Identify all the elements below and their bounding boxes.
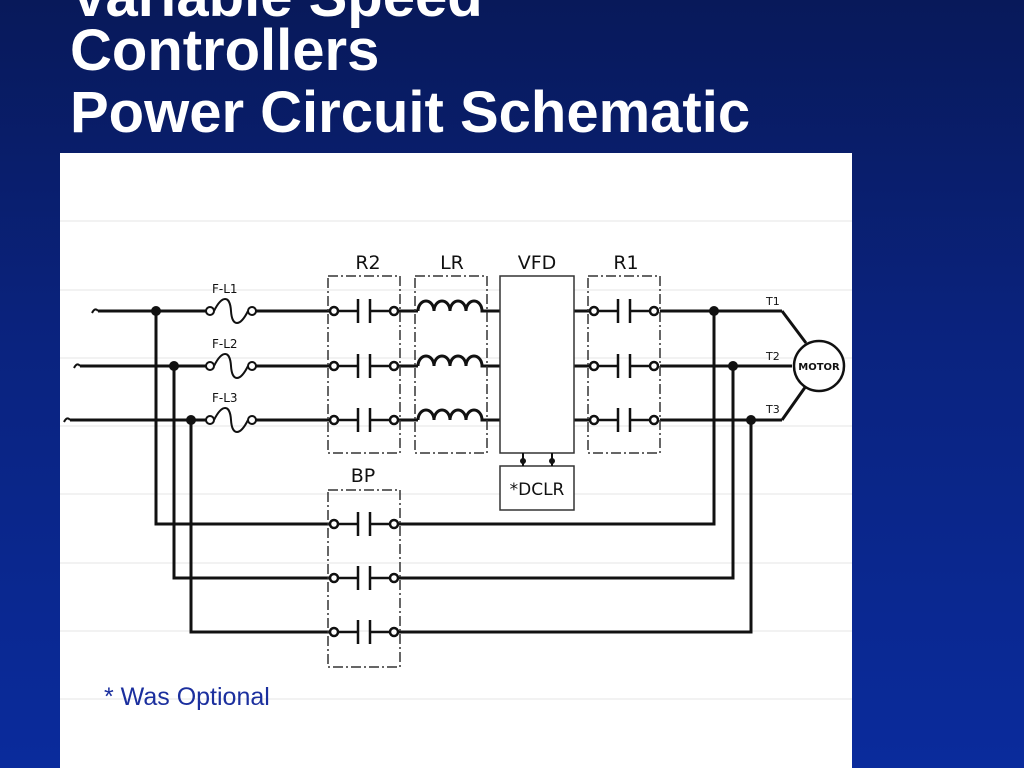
vfd-label: VFD: [518, 252, 557, 274]
bp-contacts: [328, 512, 400, 644]
fuses: [205, 298, 257, 433]
vfd-box: [499, 275, 575, 454]
slide-title-line-1: Variable Speed: [70, 0, 483, 26]
fuse-label-l1: F-L1: [212, 282, 238, 296]
fuse-label-l3: F-L3: [212, 391, 238, 405]
schematic-panel: F-L1 F-L2 F-L3: [60, 153, 852, 768]
dclr-box: [499, 465, 575, 511]
power-wiring: [70, 309, 808, 634]
fuse-label-l2: F-L2: [212, 337, 238, 351]
r1-label: R1: [613, 252, 638, 274]
terminal-t3: T3: [765, 403, 780, 416]
slide-title-line-2: Controllers: [70, 18, 380, 83]
lr-coils: [416, 299, 486, 422]
terminal-t1: T1: [765, 295, 780, 308]
optional-footnote: * Was Optional: [104, 683, 270, 711]
slide-title-line-3: Power Circuit Schematic: [70, 80, 751, 145]
r1-contacts: [588, 299, 660, 432]
bp-label: BP: [351, 465, 376, 487]
dclr-label: *DCLR: [510, 480, 565, 500]
power-circuit-schematic: F-L1 F-L2 F-L3: [60, 220, 852, 700]
terminal-t2: T2: [765, 350, 780, 363]
r2-contacts: [328, 299, 400, 432]
motor-symbol: [792, 339, 846, 393]
lr-label: LR: [440, 252, 464, 274]
r2-label: R2: [355, 252, 380, 274]
block-outlines: [327, 275, 661, 668]
motor-label: MOTOR: [798, 362, 840, 373]
junction-dots: [151, 306, 756, 425]
